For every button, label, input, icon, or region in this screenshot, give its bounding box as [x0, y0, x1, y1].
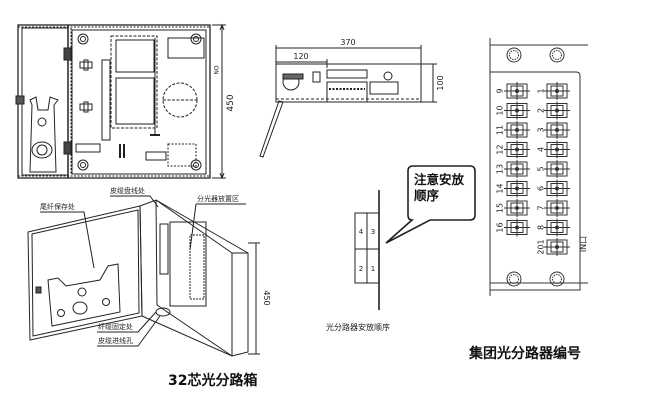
- left-port-13: [504, 160, 530, 178]
- isometric-title: 32芯光分路箱: [168, 373, 258, 389]
- label-cable-entry: 皮缆进线孔: [98, 336, 133, 345]
- label-cable-clamp: 皮缆盘线处: [110, 186, 145, 195]
- label-splitter-area: 分光器放置区: [197, 194, 239, 203]
- right-port-201: [544, 238, 570, 256]
- splitter-order-diagram: [354, 165, 476, 310]
- left-port-16: [504, 218, 530, 237]
- left-port-10: [504, 101, 530, 120]
- right-port-label: 1: [537, 88, 546, 93]
- left-port-label: 12: [496, 144, 505, 154]
- splitter-cell-3: 3: [371, 228, 375, 236]
- left-port-label: 10: [496, 105, 505, 115]
- callout-line-1: 注意安放: [414, 172, 465, 187]
- isometric-height-dimension: 450: [262, 290, 271, 305]
- in-port-label: IN口: [579, 236, 588, 252]
- right-port-label: 3: [537, 127, 546, 132]
- splitter-cell-2: 2: [359, 265, 363, 273]
- right-port-label: 8: [537, 225, 546, 230]
- port-panel: [489, 38, 588, 296]
- top-view-cabinet: [259, 45, 437, 158]
- top-view-depth-dimension: 100: [436, 75, 445, 90]
- right-port-4: [544, 140, 570, 159]
- left-port-label: 16: [496, 222, 505, 232]
- right-port-1: [544, 82, 570, 100]
- label-pigtail-storage: 尾纤保存处: [40, 202, 75, 211]
- right-port-5: [544, 160, 570, 178]
- right-port-8: [544, 218, 570, 237]
- splitter-cell-1: 1: [371, 265, 375, 273]
- left-port-11: [504, 121, 530, 139]
- top-view-inner-dimension: 120: [293, 52, 308, 61]
- left-port-12: [504, 140, 530, 159]
- left-port-label: 13: [496, 164, 505, 174]
- front-view-cabinet: [15, 23, 226, 180]
- splitter-order-caption: 光分路器安放顺序: [326, 323, 390, 332]
- left-port-14: [504, 179, 530, 198]
- top-view-width-dimension: 370: [340, 38, 355, 47]
- left-port-15: [504, 199, 530, 217]
- splitter-cell-4: 4: [359, 228, 364, 236]
- right-port-label: 4: [537, 147, 546, 152]
- right-port-7: [544, 199, 570, 217]
- left-port-label: 9: [496, 88, 505, 93]
- front-view-side-label: ON: [212, 65, 219, 74]
- left-port-label: 14: [496, 183, 505, 193]
- left-port-label: 11: [496, 125, 505, 135]
- right-port-2: [544, 101, 570, 120]
- isometric-cabinet: [27, 195, 260, 357]
- front-view-height-dimension: 450: [226, 94, 236, 111]
- right-port-label: 2: [537, 108, 546, 113]
- callout-text: 注意安放 顺序: [414, 172, 464, 204]
- label-fiber-fixing: 纤缆固定处: [98, 322, 133, 331]
- left-port-label: 15: [496, 203, 505, 213]
- right-port-6: [544, 179, 570, 198]
- right-port-label: 5: [537, 166, 546, 171]
- right-port-label: 6: [537, 186, 546, 191]
- callout-line-2: 顺序: [414, 188, 440, 203]
- right-port-label: 201: [537, 239, 546, 254]
- right-port-label: 7: [537, 205, 546, 210]
- port-panel-title: 集团光分路器编号: [469, 346, 581, 362]
- left-port-9: [504, 82, 530, 100]
- right-port-3: [544, 121, 570, 139]
